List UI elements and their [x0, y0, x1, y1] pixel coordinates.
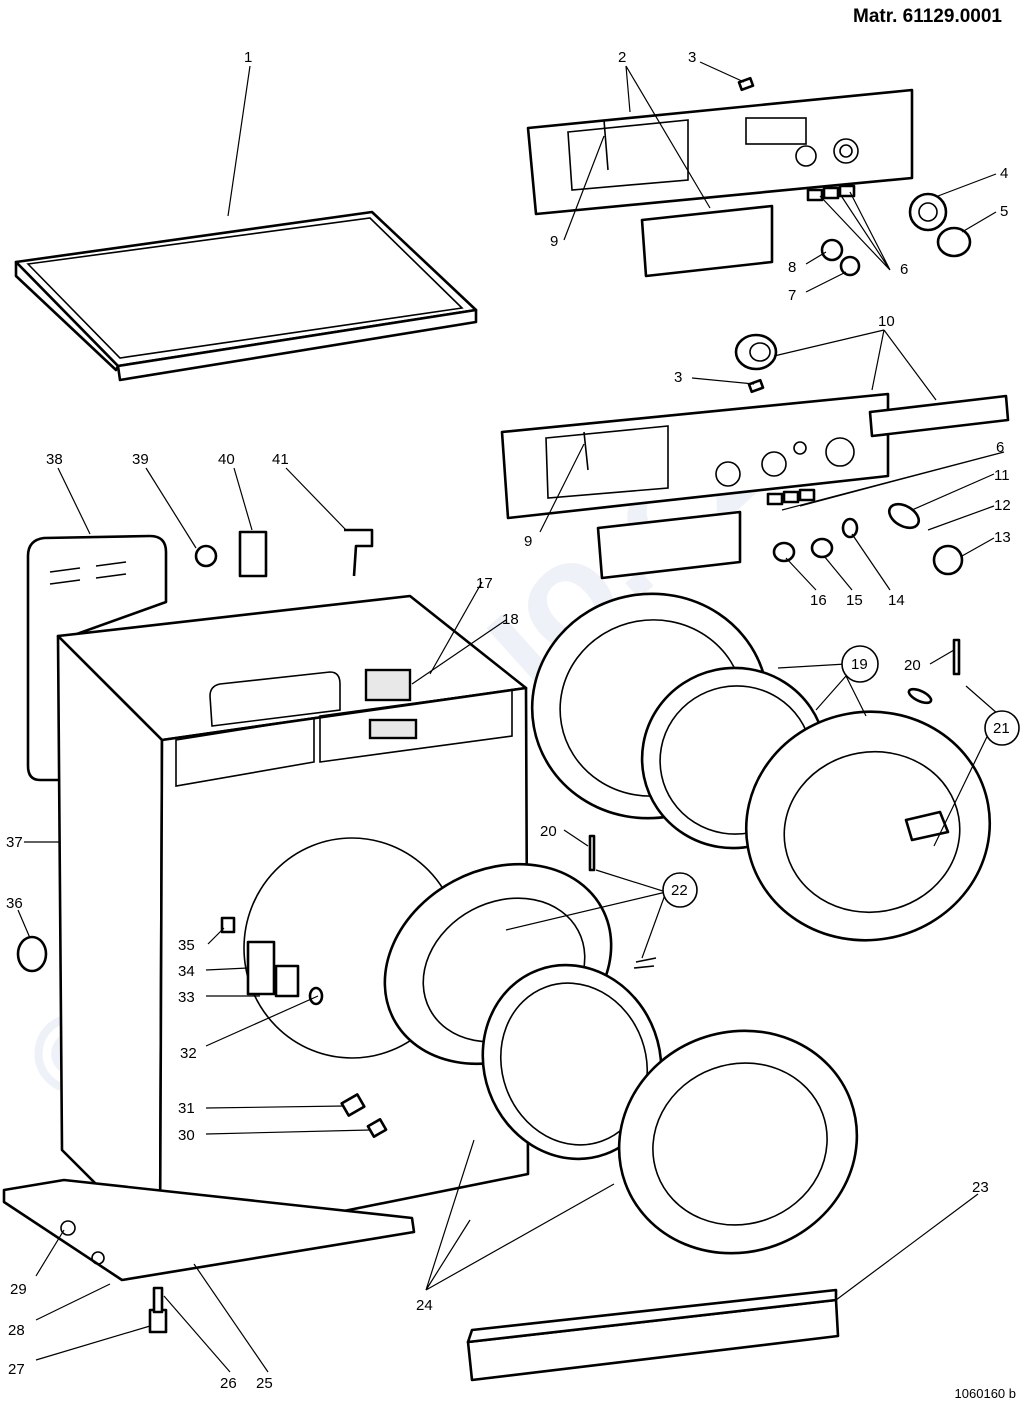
door-frame-24-ring — [481, 963, 663, 1161]
cap-7 — [839, 255, 861, 277]
callout-circle-21 — [984, 710, 1020, 746]
callout-29: 29 — [10, 1281, 27, 1298]
callout-35: 35 — [178, 937, 195, 954]
callout-16: 16 — [810, 592, 827, 609]
plug-39 — [194, 544, 218, 568]
callout-33: 33 — [178, 989, 195, 1006]
callout-18: 18 — [502, 611, 519, 628]
leader-lines — [17, 61, 1005, 1373]
callout-32: 32 — [180, 1045, 197, 1062]
callout-39: 39 — [132, 451, 149, 468]
callout-22: 22 — [671, 882, 688, 899]
hinge-screw-30-31 — [340, 1093, 388, 1138]
callout-37: 37 — [6, 834, 23, 851]
callout-circle-19 — [841, 645, 879, 683]
callout-28: 28 — [8, 1322, 25, 1339]
callout-8: 8 — [788, 259, 796, 276]
kick-panel-23 — [466, 1288, 840, 1382]
callout-25: 25 — [256, 1375, 273, 1392]
base-plinth-28 — [2, 1178, 416, 1282]
callout-19: 19 — [851, 656, 868, 673]
callout-31: 31 — [178, 1100, 195, 1117]
ring-8 — [820, 238, 844, 262]
callout-36: 36 — [6, 895, 23, 912]
callout-13: 13 — [994, 529, 1011, 546]
door-lock-parts-32-35 — [220, 916, 324, 1006]
callout-1: 1 — [244, 49, 252, 66]
callout-14: 14 — [888, 592, 905, 609]
callout-2: 2 — [618, 49, 626, 66]
callout-3-upper: 3 — [688, 49, 696, 66]
callout-17: 17 — [476, 575, 493, 592]
callout-20-upper: 20 — [904, 657, 921, 674]
callout-5: 5 — [1000, 203, 1008, 220]
knob-16 — [772, 541, 796, 563]
back-panel-38 — [26, 534, 168, 782]
callout-40: 40 — [218, 451, 235, 468]
matr-label: Matr. 61129.0001 — [853, 6, 1002, 27]
door-frame-19-outer — [744, 710, 992, 942]
callout-6-upper: 6 — [900, 261, 908, 278]
callout-23: 23 — [972, 1179, 989, 1196]
buttons-6-lower — [766, 488, 816, 506]
callout-12: 12 — [994, 497, 1011, 514]
callout-10: 10 — [878, 313, 895, 330]
clip-36 — [16, 935, 48, 973]
cap-13 — [932, 544, 964, 576]
bearing-10 — [734, 333, 778, 371]
bracket-41 — [344, 528, 374, 577]
latch-20-21 — [907, 638, 961, 705]
door-glass-24 — [617, 1029, 859, 1255]
top-lid-part — [14, 210, 478, 382]
callout-7: 7 — [788, 287, 796, 304]
callout-38: 38 — [46, 451, 63, 468]
callout-21: 21 — [993, 720, 1010, 737]
callout-11: 11 — [994, 467, 1010, 484]
callout-34: 34 — [178, 963, 195, 980]
callout-circle-22 — [662, 872, 698, 908]
callout-9-upper: 9 — [550, 233, 558, 250]
lower-control-panel-part — [500, 378, 1010, 580]
callout-20-lower: 20 — [540, 823, 557, 840]
knob-ring-4 — [908, 192, 948, 232]
callout-3-lower: 3 — [674, 369, 682, 386]
upper-control-panel-part — [526, 76, 914, 278]
callout-30: 30 — [178, 1127, 195, 1144]
knob-15 — [810, 537, 834, 559]
callout-15: 15 — [846, 592, 863, 609]
drawing-number: 1060160 b — [955, 1386, 1016, 1401]
callout-27: 27 — [8, 1361, 25, 1378]
callout-41: 41 — [272, 451, 289, 468]
foot-27 — [148, 1286, 168, 1334]
callout-26: 26 — [220, 1375, 237, 1392]
knob-cap-5 — [936, 226, 972, 258]
cabinet-37 — [56, 594, 530, 1250]
buttons-6-upper — [806, 184, 856, 202]
callout-9-lower: 9 — [524, 533, 532, 550]
selector-11 — [887, 502, 921, 530]
ring-14 — [841, 517, 859, 539]
callout-6-lower: 6 — [996, 439, 1004, 456]
switch-40 — [238, 530, 268, 578]
callout-4: 4 — [1000, 165, 1008, 182]
pins-20-22 — [588, 834, 657, 969]
callout-24: 24 — [416, 1297, 433, 1314]
